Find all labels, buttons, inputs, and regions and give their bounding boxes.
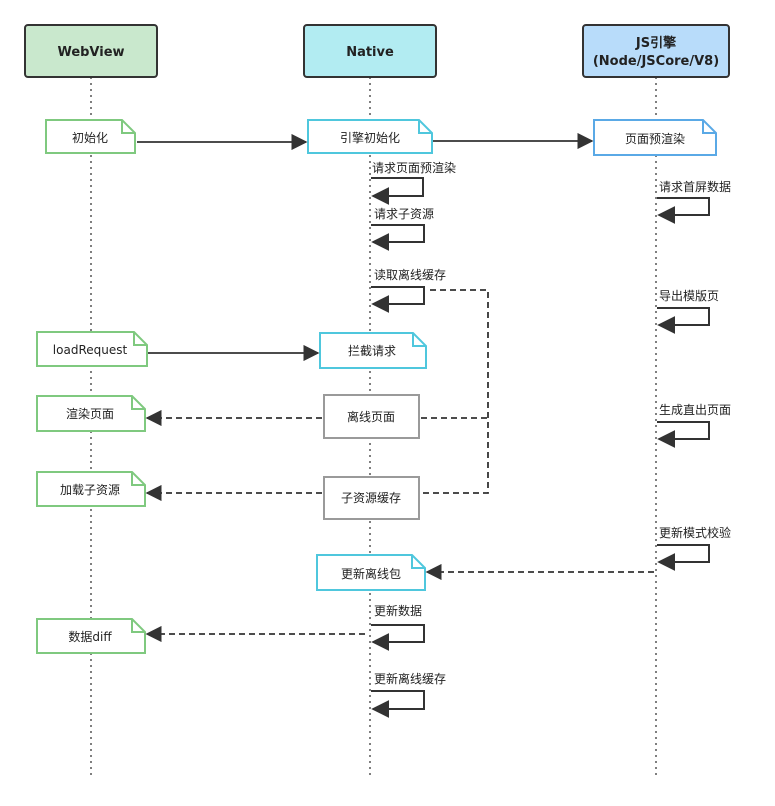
participant-webview: WebView	[24, 24, 158, 78]
self-msg-update-data: 更新数据	[371, 603, 425, 651]
note-native-subres-cache-label: 子资源缓存	[341, 491, 401, 505]
note-webview-load-request: loadRequest	[36, 331, 148, 367]
participant-webview-label: WebView	[57, 45, 124, 60]
self-msg-generate-page: 生成直出页面	[657, 403, 731, 448]
self-msg-request-first-screen: 请求首屏数据	[657, 179, 731, 224]
note-webview-render-page: 渲染页面	[36, 395, 146, 432]
note-native-engine-init-label: 引擎初始化	[340, 130, 400, 145]
self-msg-request-first-screen-label: 请求首屏数据	[659, 179, 731, 194]
self-msg-request-prerender: 请求页面预渲染	[371, 160, 456, 205]
participant-js-label-line2: (Node/JSCore/V8)	[593, 54, 719, 69]
note-webview-data-diff: 数据diff	[36, 618, 146, 654]
participant-native-label: Native	[346, 45, 394, 60]
self-msg-update-offline-cache-label: 更新离线缓存	[374, 671, 446, 686]
note-native-update-pkg: 更新离线包	[316, 554, 426, 591]
participant-js-engine: JS引擎 (Node/JSCore/V8)	[582, 24, 730, 78]
note-webview-render-page-label: 渲染页面	[66, 406, 114, 421]
note-native-intercept-label: 拦截请求	[348, 344, 396, 358]
self-msg-update-offline-cache: 更新离线缓存	[371, 671, 446, 718]
participant-native: Native	[303, 24, 437, 78]
note-webview-init-label: 初始化	[72, 131, 108, 145]
self-msg-export-template: 导出模版页	[657, 289, 719, 334]
note-native-intercept: 拦截请求	[319, 332, 427, 369]
note-webview-load-request-label: loadRequest	[53, 343, 128, 357]
self-msg-request-prerender-label: 请求页面预渲染	[372, 160, 456, 175]
self-msg-request-subres: 请求子资源	[371, 207, 434, 251]
self-msg-read-offline-cache-label: 读取离线缓存	[374, 267, 446, 282]
note-webview-init: 初始化	[45, 119, 136, 154]
note-native-offline-page-label: 离线页面	[347, 409, 395, 424]
self-msg-update-mode-verify-label: 更新模式校验	[659, 525, 731, 540]
self-msg-generate-page-label: 生成直出页面	[659, 403, 731, 417]
participant-js-label-line1: JS引擎	[635, 35, 676, 51]
note-native-update-pkg-label: 更新离线包	[341, 566, 401, 581]
note-webview-load-subres: 加载子资源	[36, 471, 146, 507]
note-webview-load-subres-label: 加载子资源	[60, 483, 120, 497]
note-js-prerender: 页面预渲染	[593, 119, 717, 156]
self-msg-request-subres-label: 请求子资源	[374, 207, 434, 221]
note-native-engine-init: 引擎初始化	[307, 119, 433, 154]
self-msg-read-offline-cache: 读取离线缓存	[371, 267, 446, 313]
note-native-subres-cache: 子资源缓存	[323, 476, 420, 520]
note-webview-data-diff-label: 数据diff	[68, 629, 112, 644]
self-msg-update-data-label: 更新数据	[374, 603, 422, 618]
self-msg-export-template-label: 导出模版页	[659, 289, 719, 303]
self-msg-update-mode-verify: 更新模式校验	[657, 525, 731, 571]
connector-read-cache	[421, 289, 489, 494]
note-native-offline-page: 离线页面	[323, 394, 420, 439]
note-js-prerender-label: 页面预渲染	[625, 131, 685, 146]
